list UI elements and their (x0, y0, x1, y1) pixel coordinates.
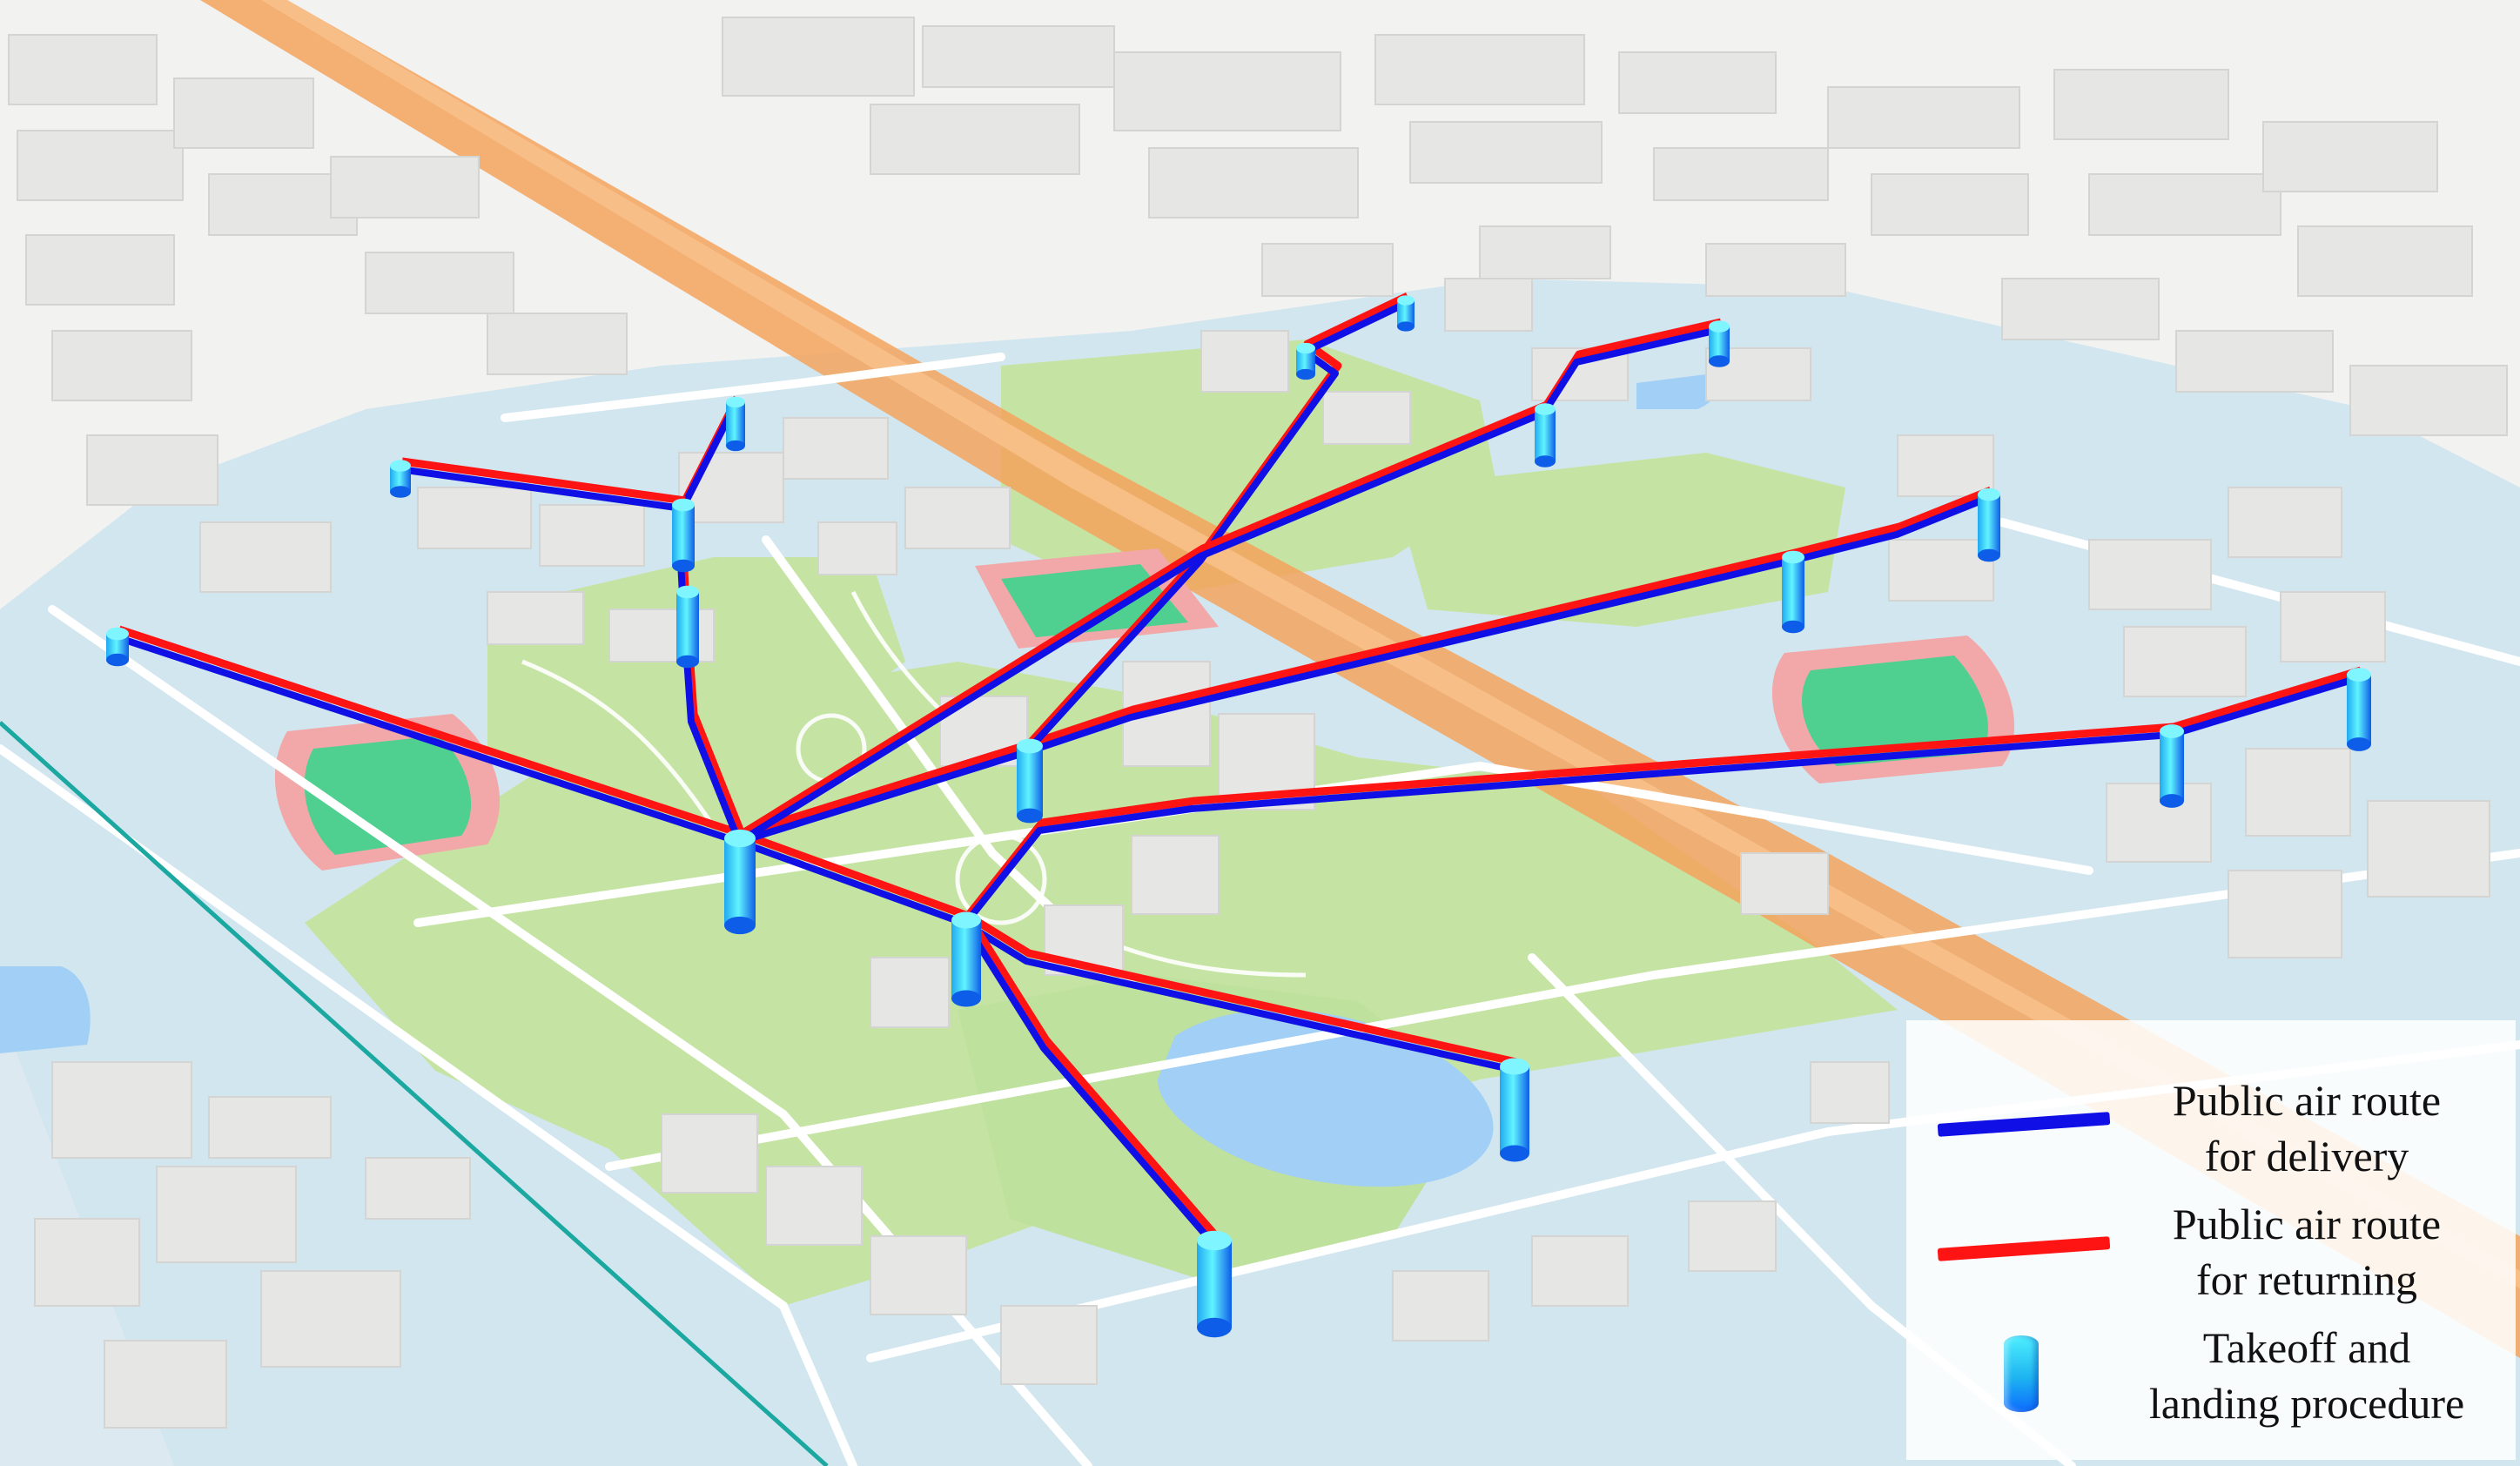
legend-label-delivery-line2: for delivery (2204, 1132, 2409, 1180)
pond-north (1636, 374, 1717, 409)
vertiport-10 (2160, 724, 2184, 808)
delivery-route-7 (737, 300, 1407, 845)
highway-lane (261, 0, 2520, 1288)
legend-label-returning-line1: Public air route (2172, 1200, 2442, 1248)
returning-route-2 (740, 830, 970, 920)
delivery-route-12 (399, 466, 683, 512)
legend-label-returning-line2: for returning (2195, 1255, 2418, 1304)
legend-label-delivery-line1: Public air route (2172, 1076, 2442, 1125)
vertiport-9 (1978, 488, 2000, 562)
vertiport-4 (951, 911, 981, 1007)
vertiport-18 (726, 396, 745, 452)
legend-label-procedure-line1: Takeoff and (2202, 1323, 2411, 1372)
returning-route-5 (964, 913, 1220, 1239)
delivery-route-3 (962, 675, 2360, 926)
vertiport-2 (390, 460, 411, 498)
delivery-route-swatch (1937, 1112, 2111, 1137)
vertiport-7 (1197, 1230, 1232, 1338)
legend-label-procedure-line2: landing procedure (2148, 1379, 2465, 1428)
vertiports-layer (106, 295, 2371, 1338)
pond-left (0, 966, 91, 1053)
vertiport-11 (2347, 668, 2371, 751)
vertiport-5 (1017, 738, 1043, 824)
delivery-route-2 (737, 838, 967, 927)
vertiport-6 (1500, 1058, 1529, 1162)
vertiport-3 (724, 829, 756, 935)
building-blocks (8, 17, 2508, 1429)
vertiport-14 (1709, 320, 1730, 367)
highway (200, 0, 2520, 1358)
park-area-center (487, 557, 905, 783)
vertiport-15 (1535, 403, 1556, 467)
vertiport-17 (676, 585, 699, 669)
returning-route-12 (401, 457, 686, 505)
delivery-route-4 (963, 920, 1515, 1073)
sports-field-west (274, 714, 501, 871)
vertiport-16 (672, 498, 695, 573)
park-area-east (1393, 453, 1845, 627)
boundary-line (0, 721, 829, 1466)
vertiport-13 (1296, 342, 1315, 380)
returning-route-4 (965, 912, 1517, 1066)
takeoff-landing-swatch (2004, 1335, 2039, 1412)
air-routes-layer (115, 292, 2362, 1247)
vertiport-1 (106, 627, 129, 667)
vertiport-12 (1397, 295, 1415, 332)
legend-box: Public air route for delivery Public air… (1906, 1020, 2516, 1460)
vertiport-8 (1782, 550, 1804, 634)
delivery-route-5 (962, 921, 1217, 1247)
returning-route-1 (118, 625, 743, 838)
returning-route-swatch (1937, 1236, 2111, 1261)
delivery-route-1 (115, 634, 741, 845)
